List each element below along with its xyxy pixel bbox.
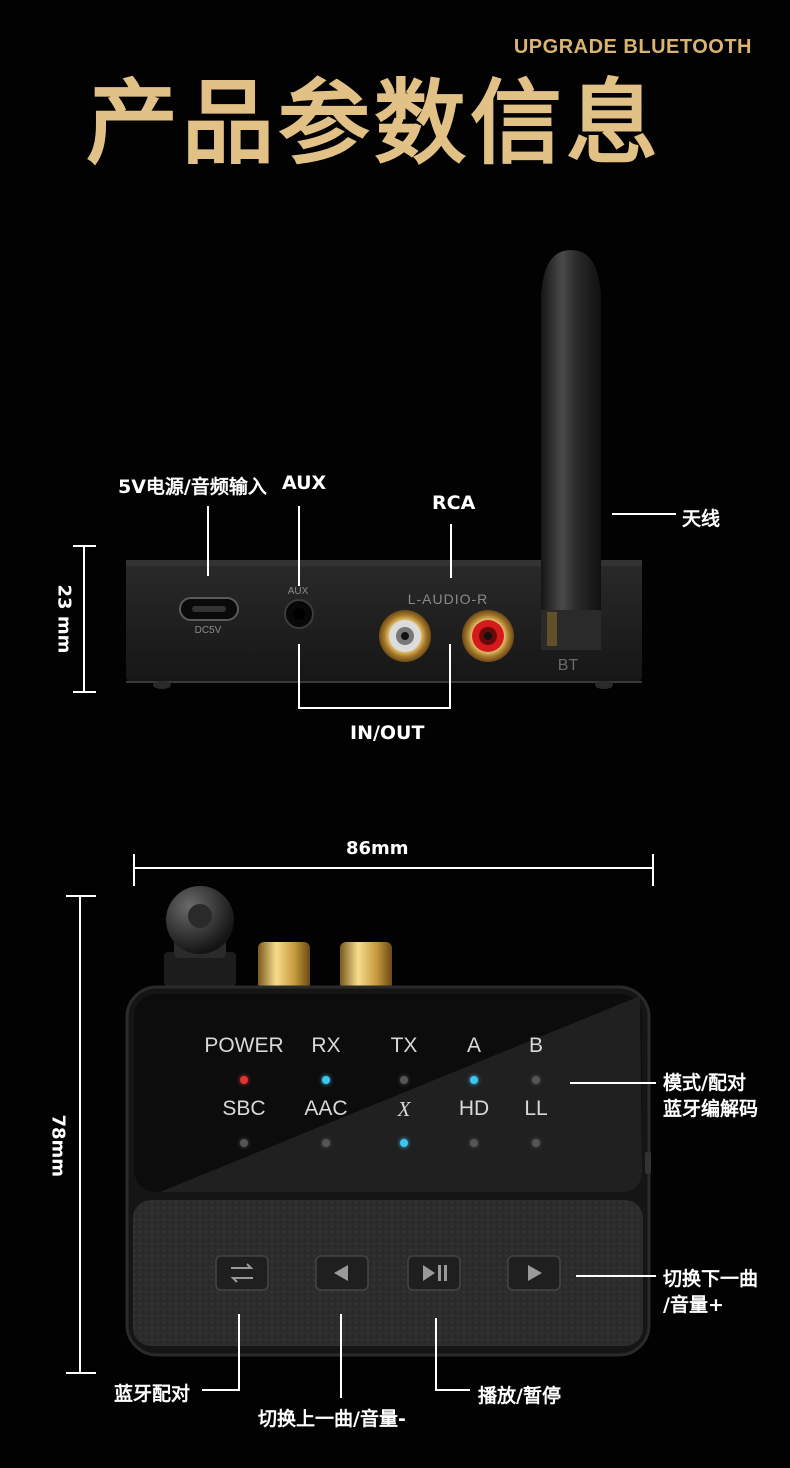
swap-arrows-icon [230,1263,254,1283]
indicator-led-power [240,1076,248,1084]
next-icon [528,1265,542,1281]
indicator-label-a: A [466,1034,481,1057]
play-pause-callout: 播放/暂停 [478,1385,561,1407]
back-callout-lines [73,506,676,709]
antenna-callout: 天线 [682,508,721,530]
indicator-led-a [470,1076,478,1084]
indicator-label-b: B [528,1034,543,1057]
pairing-button [215,1255,269,1291]
codec-callout: 蓝牙编解码 [663,1098,759,1120]
dc5v-marking: DC5V [195,625,222,636]
indicator-led-x [400,1139,408,1147]
prev-track-callout: 切换上一曲/音量- [258,1408,406,1430]
indicator-row-2: SBC AAC X HD LL [0,1097,790,1157]
power-input-callout: 5V电源/音频输入 [118,476,267,498]
indicator-label-hd: HD [458,1097,490,1120]
indicator-led-sbc [240,1139,248,1147]
width-dimension: 86mm [346,838,409,859]
antenna-top-icon [164,886,236,986]
page-subtitle: UPGRADE BLUETOOTH [513,36,752,58]
indicator-led-rx [322,1076,330,1084]
bt-marking: BT [558,657,579,674]
audio-marking: L-AUDIO-R [408,591,489,607]
button-row [215,1255,561,1291]
front-view-illustration [66,854,656,1398]
indicator-led-hd [470,1139,478,1147]
indicator-label-x: X [397,1097,411,1121]
mode-pairing-callout: 模式/配对 [663,1072,746,1094]
back-height-dimension: 23 mm [53,584,75,654]
rca-jack-top-left [258,942,310,990]
indicator-label-rx: RX [311,1034,341,1057]
indicator-label-sbc: SBC [222,1097,266,1120]
back-view-illustration: DC5V AUX L-AUDIO-R BT [73,250,676,709]
indicator-row-1: POWER RX TX A B [0,1034,790,1094]
next-track-callout: 切换下一曲 [663,1268,759,1290]
previous-icon [334,1265,348,1281]
front-callout-lines [66,854,656,1398]
antenna-icon [541,250,601,650]
indicator-label-power: POWER [204,1034,284,1057]
play-pause-icon [423,1265,435,1281]
aux-marking: AUX [288,586,309,597]
indicator-led-b [532,1076,540,1084]
leather-panel [133,1200,643,1346]
indicator-label-ll: LL [524,1097,548,1120]
indicator-label-tx: TX [390,1034,418,1057]
page-title: 产品参数信息 [86,70,663,177]
indicator-led-aac [322,1139,330,1147]
indicator-led-tx [400,1076,408,1084]
indicator-led-ll [532,1139,540,1147]
volume-up-callout: /音量+ [663,1294,724,1316]
rca-jack-top-right [340,942,392,990]
aux-callout: AUX [282,472,327,494]
rca-callout: RCA [432,492,476,514]
in-out-callout: IN/OUT [350,722,425,744]
indicator-label-aac: AAC [304,1097,348,1120]
pairing-callout: 蓝牙配对 [114,1383,191,1405]
